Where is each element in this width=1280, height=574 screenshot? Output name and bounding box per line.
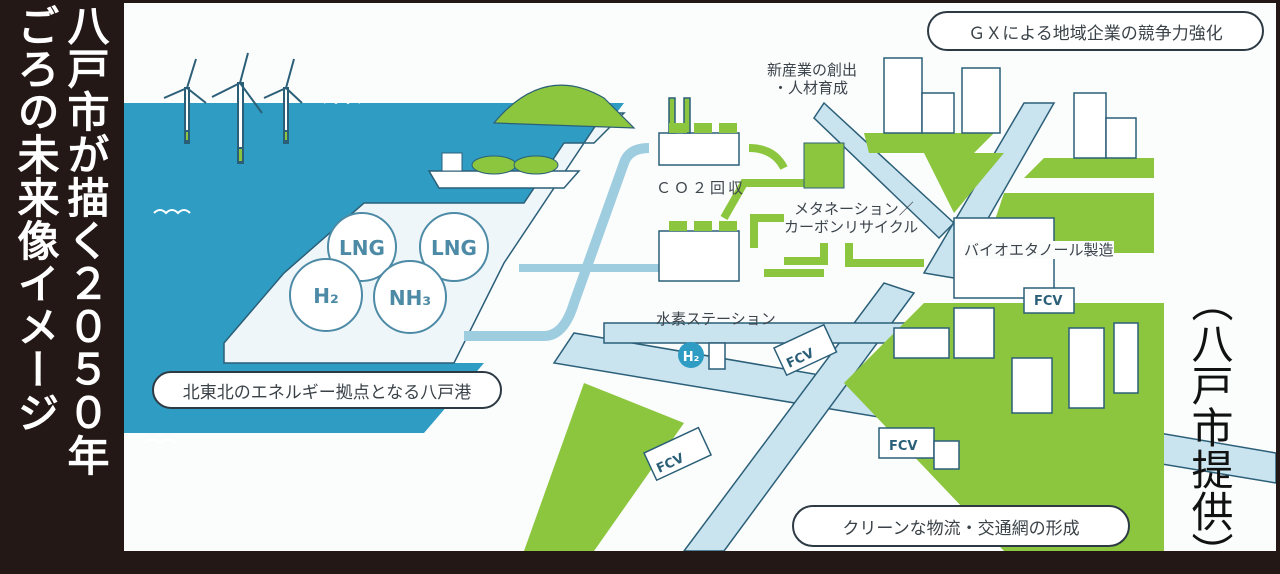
tank-label-lng-2: LNG bbox=[431, 236, 477, 260]
co2-factory bbox=[658, 132, 740, 166]
tanker-ship-icon bbox=[427, 152, 581, 189]
label-co2-capture: ＣＯ２回収 bbox=[656, 179, 747, 197]
svg-text:FCV: FCV bbox=[889, 439, 917, 454]
city-illustration: LNG LNG H₂ NH₃ bbox=[124, 52, 1276, 551]
headline-line-2: ごろの未来像イメージ bbox=[11, 4, 60, 434]
methanation-factory bbox=[658, 230, 740, 282]
wind-turbine-icons bbox=[163, 52, 303, 164]
tank-label-lng-1: LNG bbox=[339, 236, 385, 260]
image-credit: （八戸市提供） bbox=[1185, 280, 1234, 574]
callout-gx: ＧＸによる地域企業の競争力強化 bbox=[927, 11, 1264, 51]
office-buildings bbox=[883, 57, 1139, 414]
label-hydrogen-station: 水素ステーション bbox=[656, 310, 776, 328]
h2-badge-label: H₂ bbox=[683, 350, 700, 365]
methanation-plant bbox=[803, 142, 845, 189]
headline-line-1: 八戸市が描く２０５０年 bbox=[61, 4, 110, 477]
callout-port: 北東北のエネルギー拠点となる八戸港 bbox=[152, 371, 502, 409]
tank-label-nh3: NH₃ bbox=[389, 286, 431, 310]
label-bioethanol: バイオエタノール製造 bbox=[964, 241, 1114, 259]
h2-badge-icon bbox=[678, 342, 704, 368]
recycle-arrows bbox=[720, 144, 924, 277]
tank-label-h2: H₂ bbox=[313, 284, 339, 308]
label-methanation: メタネーション／ カーボンリサイクル bbox=[784, 200, 919, 236]
solar-panels bbox=[669, 123, 737, 231]
illustration-frame: LNG LNG H₂ NH₃ bbox=[124, 3, 1276, 551]
svg-text:FCV: FCV bbox=[1034, 294, 1062, 309]
headline-panel: 八戸市が描く２０５０年 ごろの未来像イメージ bbox=[0, 0, 124, 556]
tank-lng-2 bbox=[419, 212, 489, 282]
pipeline bbox=[464, 143, 650, 341]
storage-tanks bbox=[289, 212, 489, 334]
callout-logistics: クリーンな物流・交通網の形成 bbox=[792, 505, 1130, 547]
tank-nh3 bbox=[373, 260, 447, 334]
tank-h2 bbox=[289, 258, 363, 332]
label-new-industry: 新産業の創出 ・人材育成 bbox=[767, 61, 858, 97]
fcv-truck-icons bbox=[643, 287, 1075, 482]
fuel-pump-icon bbox=[708, 342, 726, 370]
island bbox=[492, 84, 636, 129]
